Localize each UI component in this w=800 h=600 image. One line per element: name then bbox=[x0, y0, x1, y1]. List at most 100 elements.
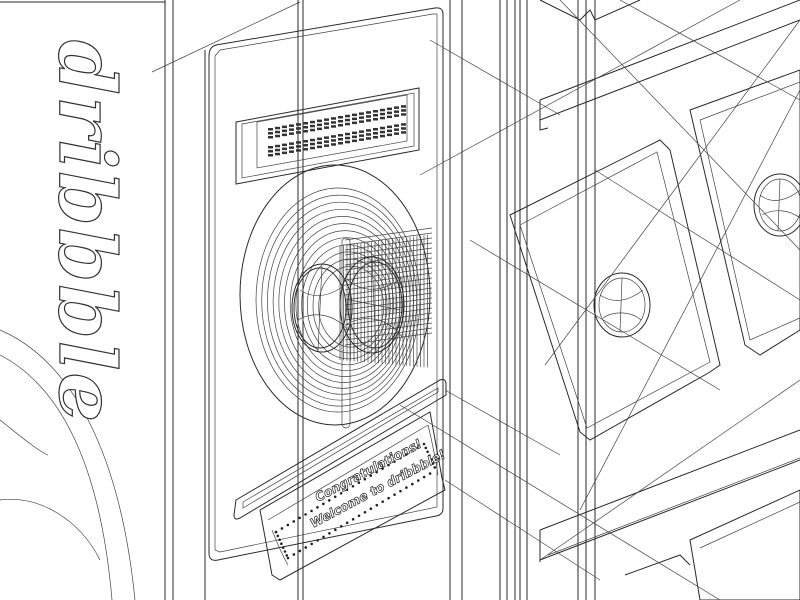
lcd-dot bbox=[338, 134, 343, 137]
lcd-dot bbox=[275, 126, 280, 130]
hatch-line bbox=[344, 227, 433, 241]
lcd-dot bbox=[373, 110, 378, 113]
lcd-dot bbox=[282, 147, 287, 151]
lcd-dot bbox=[345, 132, 350, 136]
lcd-dot bbox=[331, 125, 336, 128]
lcd-dot bbox=[289, 124, 294, 127]
lcd-dot bbox=[310, 138, 315, 142]
porthole-ring bbox=[255, 187, 421, 413]
ticket-dot bbox=[375, 503, 379, 507]
lcd-dot bbox=[352, 131, 357, 135]
lcd-dot bbox=[366, 129, 371, 132]
lcd-dot bbox=[380, 112, 385, 116]
ticket-dot bbox=[387, 496, 390, 500]
lcd-dot bbox=[345, 118, 350, 122]
hatch-line bbox=[344, 307, 433, 321]
hatch-line bbox=[344, 277, 433, 291]
ticket-dot bbox=[281, 546, 285, 549]
ticket-dot bbox=[292, 553, 296, 556]
lcd-dot bbox=[373, 118, 378, 121]
ticket-dot bbox=[327, 499, 331, 502]
hatch-line bbox=[344, 232, 433, 246]
ticket-dot bbox=[283, 550, 287, 553]
lcd-dot bbox=[338, 124, 343, 127]
hatch-line bbox=[344, 237, 433, 251]
lcd-dot bbox=[310, 146, 315, 150]
lcd-dot bbox=[303, 126, 308, 129]
lcd-dot bbox=[331, 139, 336, 142]
lcd-dot bbox=[303, 130, 308, 133]
ticket-dot bbox=[322, 535, 325, 539]
lcd-dot bbox=[352, 117, 357, 121]
lcd-dot bbox=[401, 113, 406, 116]
dribbble-ball-icon bbox=[753, 173, 800, 237]
ticket-dot bbox=[304, 513, 307, 516]
lcd-dot bbox=[324, 118, 329, 121]
ticket-dot bbox=[426, 450, 429, 454]
lcd-dot bbox=[401, 109, 406, 112]
lcd-dot bbox=[373, 114, 378, 117]
lcd-dot bbox=[317, 141, 322, 145]
lcd-dot bbox=[282, 151, 287, 155]
lcd-display bbox=[235, 87, 420, 185]
lcd-dot bbox=[338, 120, 343, 123]
lcd-dot bbox=[352, 139, 357, 143]
lcd-dot bbox=[303, 140, 308, 143]
lcd-dot bbox=[324, 122, 329, 125]
ticket-dot bbox=[369, 474, 373, 477]
lcd-dot bbox=[366, 133, 371, 136]
lcd-dot bbox=[394, 128, 399, 131]
lcd-dot bbox=[275, 134, 280, 138]
ticket-dot bbox=[404, 453, 408, 456]
ticket-dot bbox=[357, 481, 361, 485]
lcd-dot bbox=[345, 122, 350, 126]
dribbble-ball-icon bbox=[291, 256, 405, 354]
ticket-dot bbox=[405, 486, 408, 489]
lcd-dot bbox=[401, 105, 406, 108]
lcd-dot bbox=[345, 140, 350, 144]
lcd-dot bbox=[317, 137, 322, 141]
lcd-dot bbox=[268, 136, 273, 139]
lcd-dot bbox=[387, 115, 392, 119]
lcd-dot bbox=[331, 143, 336, 146]
ticket-dot bbox=[357, 514, 361, 518]
lcd-dot bbox=[338, 138, 343, 141]
lcd-dot bbox=[359, 116, 364, 119]
ticket-dot bbox=[310, 509, 313, 513]
lcd-dot bbox=[394, 110, 399, 113]
lcd-dot bbox=[310, 120, 315, 124]
lcd-dot bbox=[275, 144, 280, 148]
hatch-line bbox=[344, 322, 433, 336]
lcd-dot bbox=[401, 127, 406, 130]
ticket-dot bbox=[428, 454, 431, 458]
lcd-dot bbox=[268, 132, 273, 135]
lcd-dot bbox=[359, 138, 364, 141]
ticket-dot bbox=[351, 517, 355, 521]
porthole-ring bbox=[272, 208, 411, 395]
lcd-dot bbox=[275, 148, 280, 152]
ticket-dot bbox=[399, 489, 402, 493]
ticket-dot bbox=[424, 446, 428, 450]
lcd-dot bbox=[394, 114, 399, 117]
lcd-dot bbox=[352, 135, 357, 139]
lcd-dot bbox=[289, 128, 294, 131]
lcd-dot bbox=[317, 123, 322, 127]
lcd-dot bbox=[289, 142, 294, 145]
hatch-line bbox=[344, 302, 433, 316]
ticket-dot bbox=[286, 523, 290, 527]
hatch-line bbox=[344, 267, 433, 281]
ticket-dot bbox=[304, 546, 308, 549]
lcd-dot bbox=[338, 142, 343, 145]
lcd-dot bbox=[359, 130, 364, 133]
lcd-dot bbox=[268, 146, 273, 149]
ticket-dot bbox=[416, 479, 420, 482]
ticket-dot bbox=[316, 506, 319, 509]
ticket-dot bbox=[316, 539, 319, 542]
lcd-dot bbox=[359, 134, 364, 137]
lcd-dot bbox=[296, 127, 301, 130]
front-panel bbox=[204, 0, 444, 600]
lcd-dot bbox=[366, 119, 371, 122]
lcd-dot bbox=[303, 144, 308, 147]
lcd-dot bbox=[303, 122, 308, 125]
lcd-dot bbox=[275, 152, 280, 156]
